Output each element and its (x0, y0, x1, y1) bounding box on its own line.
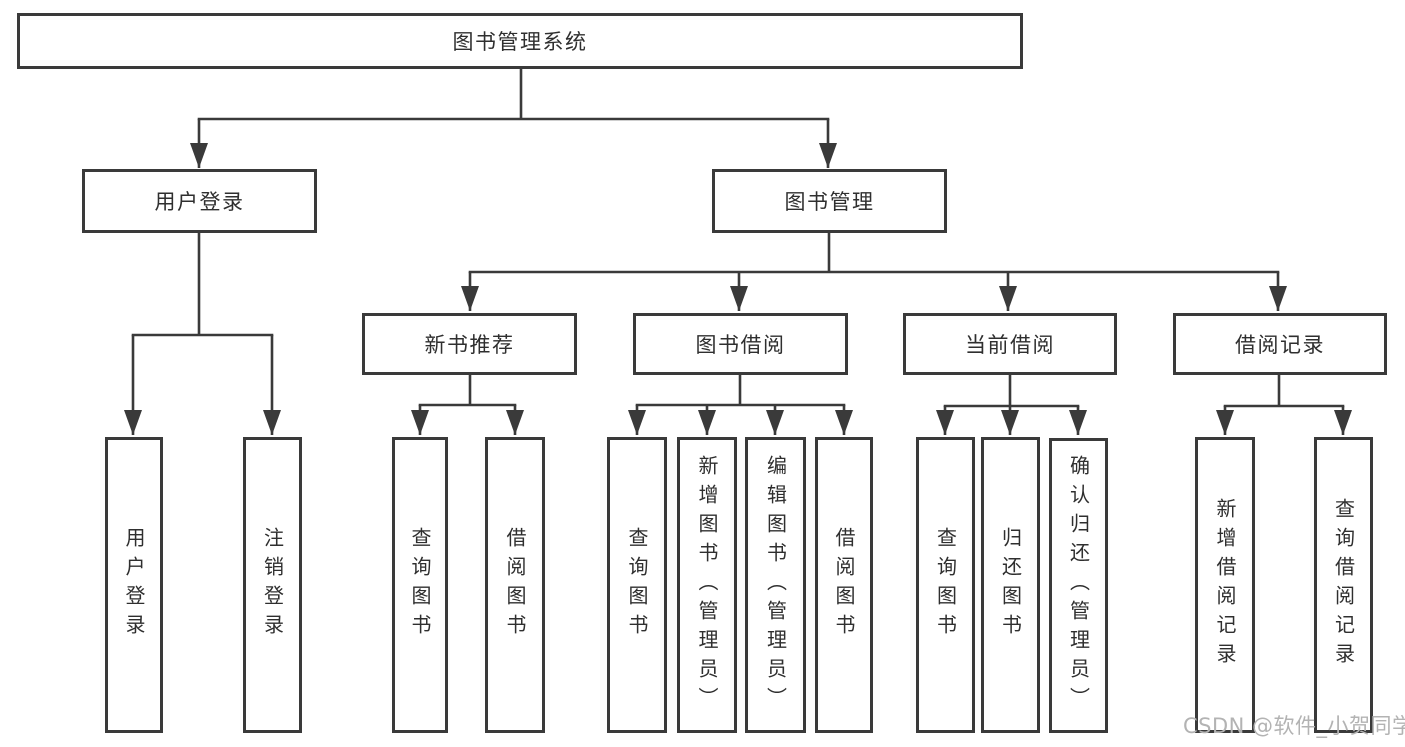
node-leaf-borrow-book-2: 借阅图书 (815, 437, 873, 733)
node-new-book-recommend: 新书推荐 (362, 313, 577, 375)
node-leaf-user-login: 用户登录 (105, 437, 163, 733)
node-user-login: 用户登录 (82, 169, 317, 233)
csdn-watermark: CSDN @软件_小贺同学 (1183, 714, 1405, 738)
node-borrowing-records: 借阅记录 (1173, 313, 1387, 375)
node-leaf-query-borrow-record: 查询借阅记录 (1314, 437, 1373, 733)
node-leaf-query-book-3: 查询图书 (916, 437, 975, 733)
node-leaf-logout: 注销登录 (243, 437, 302, 733)
node-leaf-edit-book-admin: 编辑图书（管理员） (745, 437, 806, 733)
node-leaf-query-book-1: 查询图书 (392, 437, 448, 733)
node-leaf-borrow-book-1: 借阅图书 (485, 437, 545, 733)
node-leaf-query-book-2: 查询图书 (607, 437, 667, 733)
node-current-borrowing: 当前借阅 (903, 313, 1117, 375)
node-book-borrowing: 图书借阅 (633, 313, 848, 375)
node-root-system: 图书管理系统 (17, 13, 1023, 69)
node-leaf-add-borrow-record: 新增借阅记录 (1195, 437, 1255, 733)
node-leaf-confirm-return-admin: 确认归还（管理员） (1049, 438, 1108, 733)
node-leaf-return-book: 归还图书 (981, 437, 1040, 733)
node-book-management: 图书管理 (712, 169, 947, 233)
node-leaf-add-book-admin: 新增图书（管理员） (677, 437, 737, 733)
